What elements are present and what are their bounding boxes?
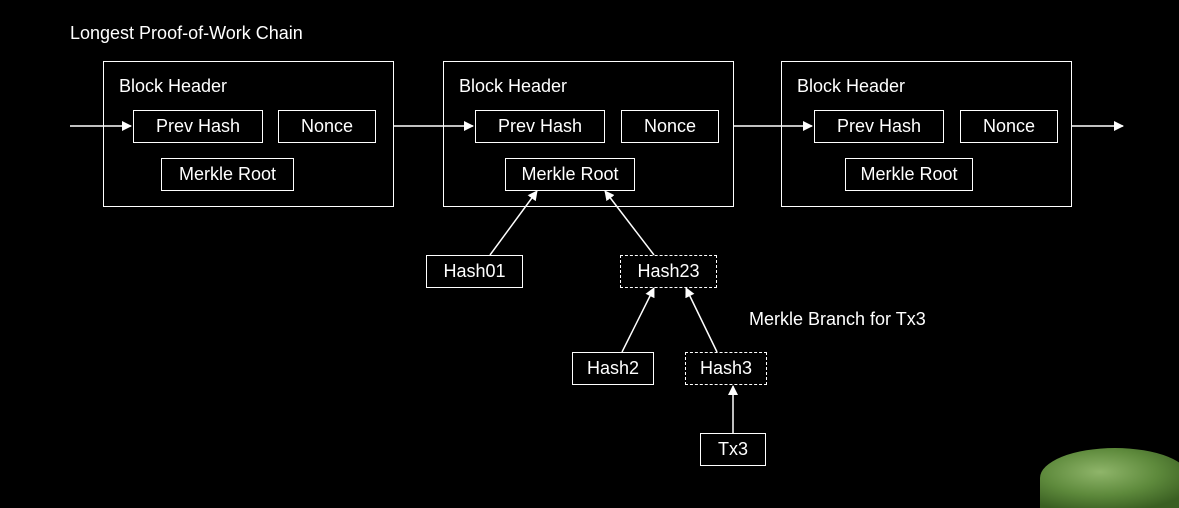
hash3-to-hash23-arrow bbox=[685, 287, 718, 353]
nonce-field: Nonce bbox=[621, 110, 719, 143]
prev-hash-field: Prev Hash bbox=[133, 110, 263, 143]
block-header-label: Block Header bbox=[119, 76, 228, 96]
merkle-root-field: Merkle Root bbox=[505, 158, 635, 191]
hash01-node: Hash01 bbox=[426, 255, 523, 288]
merkle-root-field: Merkle Root bbox=[161, 158, 294, 191]
block-header-label: Block Header bbox=[459, 76, 568, 96]
hash2-node: Hash2 bbox=[572, 352, 654, 385]
merkle-root-field: Merkle Root bbox=[845, 158, 973, 191]
prev-hash-field: Prev Hash bbox=[814, 110, 944, 143]
block-header-label: Block Header bbox=[797, 76, 906, 96]
diagram-title: Longest Proof-of-Work Chain bbox=[70, 23, 303, 43]
block-3: Block Header Prev Hash Nonce Merkle Root bbox=[781, 61, 1072, 207]
tx3-node: Tx3 bbox=[700, 433, 766, 466]
nonce-field: Nonce bbox=[960, 110, 1058, 143]
nonce-field: Nonce bbox=[278, 110, 376, 143]
hash2-to-hash23-arrow bbox=[621, 287, 655, 353]
hash23-node: Hash23 bbox=[620, 255, 717, 288]
prev-hash-field: Prev Hash bbox=[475, 110, 605, 143]
merkle-branch-label: Merkle Branch for Tx3 bbox=[749, 309, 926, 329]
block-2: Block Header Prev Hash Nonce Merkle Root bbox=[443, 61, 734, 207]
hash3-node: Hash3 bbox=[685, 352, 767, 385]
block-1: Block Header Prev Hash Nonce Merkle Root bbox=[103, 61, 394, 207]
foliage-decoration bbox=[1040, 448, 1179, 508]
